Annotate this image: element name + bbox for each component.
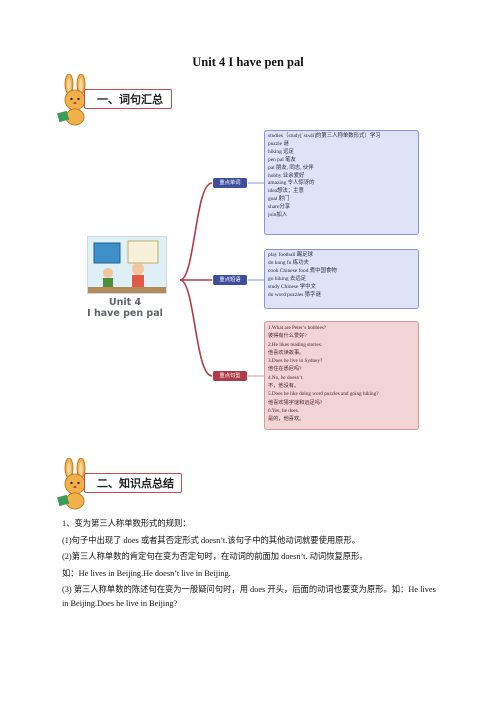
list-item: pen pal 笔友 bbox=[268, 156, 296, 163]
paragraph: (3) 第三人称单数的陈述句在变为一般疑问句时，用 does 开头，后面的动词也… bbox=[62, 585, 436, 608]
list-item: 4.No, he doesn’t. bbox=[268, 374, 304, 381]
list-item: idea想法；主意 bbox=[268, 188, 304, 195]
paragraph: (1)句子中出现了 does 或者其否定形式 doesn’t.该句子中的其他动词… bbox=[62, 535, 361, 545]
list-item: 2.He likes reading stories. bbox=[268, 341, 323, 348]
branch-node-words: 重点单词 bbox=[213, 178, 247, 188]
mindmap-connectors bbox=[179, 182, 264, 377]
list-item: 他住在悉尼吗? bbox=[268, 366, 302, 373]
list-item: studies（study[ˈstʌdi]的第三人称单数形式）学习 bbox=[268, 133, 381, 139]
list-item: 3.Does he live in Sydney? bbox=[268, 358, 323, 365]
list-item: do word puzzles 猜字谜 bbox=[268, 291, 321, 298]
list-item: share分享 bbox=[268, 204, 291, 211]
list-item: 不，他没有。 bbox=[268, 383, 300, 390]
paragraph: 如：He lives in Beijing.He doesn’t live in… bbox=[62, 568, 231, 578]
list-item: play football 踢足球 bbox=[268, 252, 313, 258]
list-item: 彼得有什么爱好? bbox=[268, 333, 307, 340]
list-item: go hiking 去远足 bbox=[268, 275, 307, 282]
list-item: 他喜欢猜字谜和远足吗? bbox=[268, 399, 323, 406]
words-box: studies（study[ˈstʌdi]的第三人称单数形式）学习 puzzle… bbox=[264, 130, 419, 235]
branch-node-sentences: 重点句型 bbox=[213, 371, 247, 381]
list-item: puzzle 谜 bbox=[268, 140, 289, 147]
list-item: 6.Yes, he does. bbox=[268, 407, 300, 414]
mindmap-root-line2: I have pen pal bbox=[87, 308, 163, 319]
list-item: hobby 业余爱好 bbox=[268, 172, 305, 179]
phrases-box: play football 踢足球 do kung fu 练功夫 cook Ch… bbox=[264, 249, 419, 309]
list-item: study Chinese 学中文 bbox=[268, 283, 316, 290]
list-item: cook Chinese food 煮中国食物 bbox=[268, 267, 337, 274]
branch-node-phrases: 重点短语 bbox=[213, 275, 247, 285]
list-item: hiking 远足 bbox=[268, 148, 294, 155]
list-item: 他喜欢读故事。 bbox=[268, 349, 305, 356]
section-header-knowledge: 二、知识点总结 bbox=[84, 473, 182, 493]
classroom-illustration bbox=[87, 236, 167, 294]
list-item: join加入 bbox=[268, 212, 288, 219]
list-item: goal 射门 bbox=[268, 196, 290, 203]
list-item: 是的，他喜欢。 bbox=[268, 416, 305, 423]
list-item: do kung fu 练功夫 bbox=[268, 259, 309, 266]
paragraph: (2)第三人称单数的肯定句在变为否定句时，在动词的前面加 doesn’t. 动词… bbox=[62, 552, 368, 561]
sentences-box: 1.What are Peter’s hobbies? 彼得有什么爱好? 2.H… bbox=[264, 321, 419, 430]
rabbit-mascot-icon bbox=[54, 73, 98, 126]
list-item: 5.Does he like doing word puzzles and go… bbox=[268, 391, 379, 398]
paragraph: 1、变为第三人称单数形式的规则： bbox=[62, 519, 191, 528]
knowledge-content: 1、变为第三人称单数形式的规则： (1)句子中出现了 does 或者其否定形式 … bbox=[62, 517, 444, 613]
list-item: amazing 令人惊讶的 bbox=[268, 180, 315, 187]
list-item: 1.What are Peter’s hobbies? bbox=[268, 325, 327, 331]
mindmap-root-line1: Unit 4 bbox=[108, 297, 142, 308]
page-title: Unit 4 I have pen pal bbox=[192, 55, 304, 69]
list-item: pal 朋友, 同志, 伙伴 bbox=[268, 164, 314, 171]
section-header-vocabulary: 一、词句汇总 bbox=[84, 89, 172, 109]
